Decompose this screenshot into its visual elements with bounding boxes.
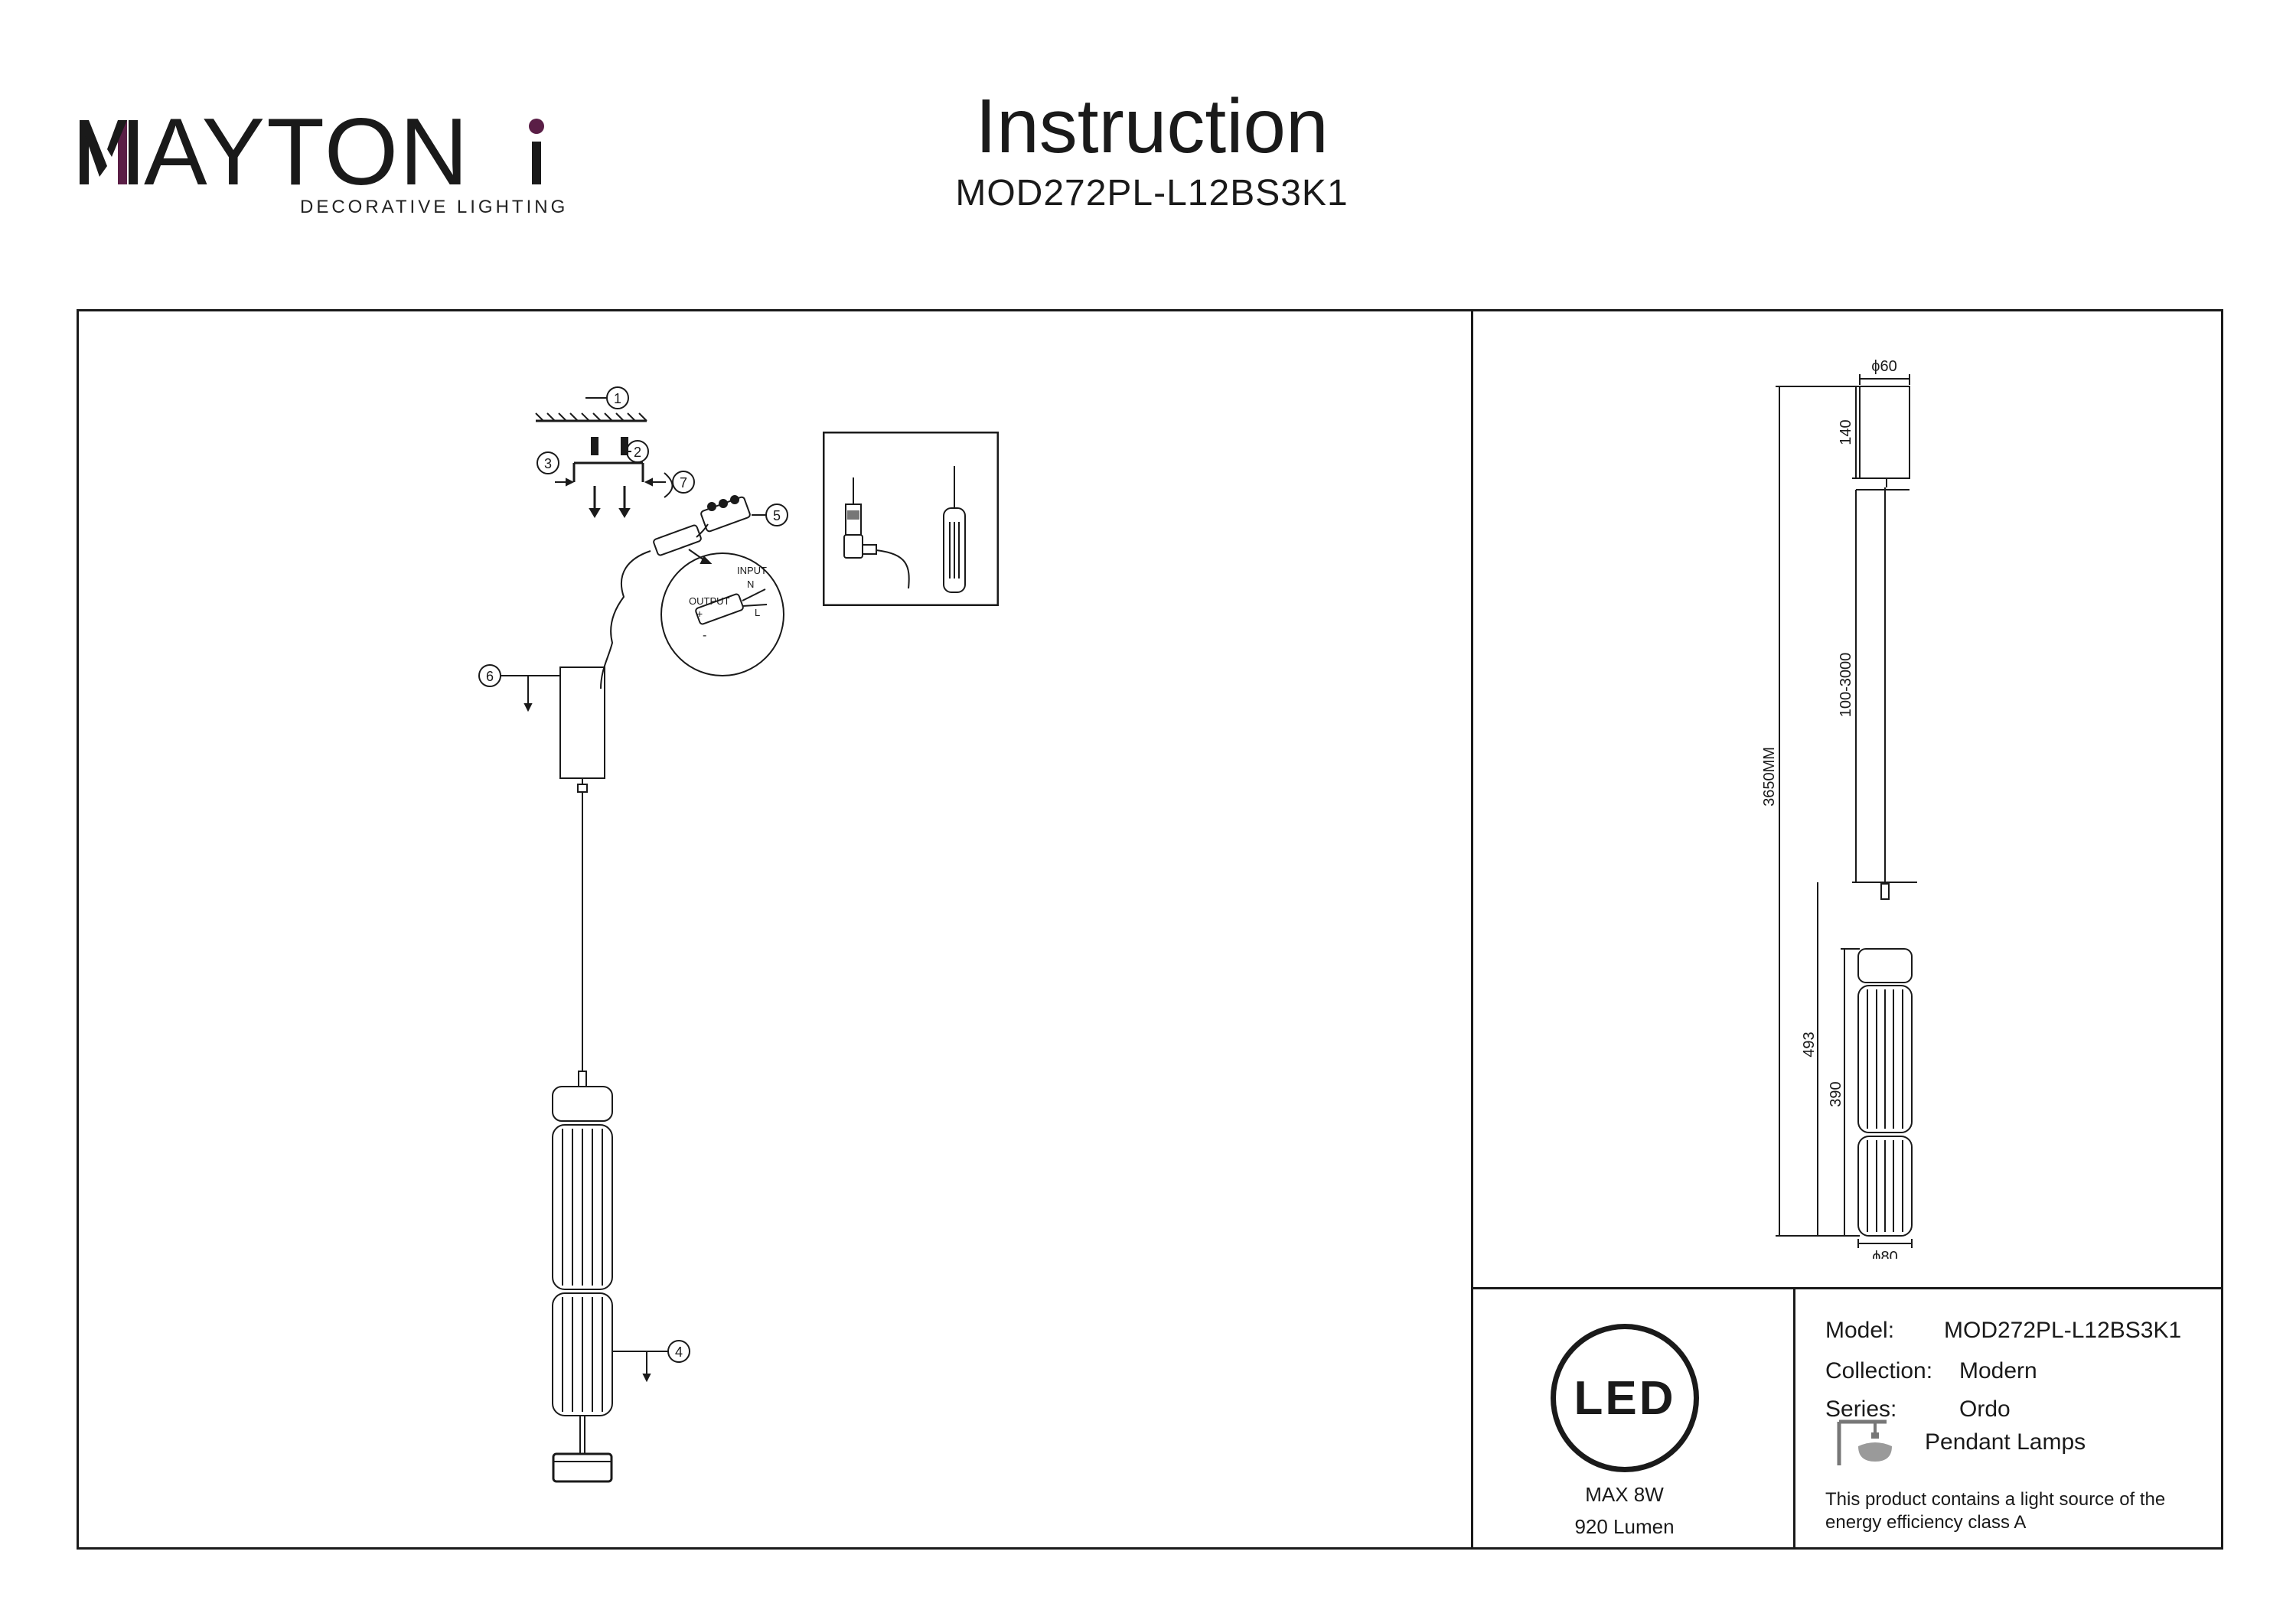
instruction-frame	[77, 309, 2223, 1550]
mounting-bracket	[555, 437, 666, 518]
category-label: Pendant Lamps	[1925, 1429, 2086, 1455]
spec-divider-vertical	[1793, 1287, 1795, 1550]
series-label: Series:	[1825, 1396, 1897, 1422]
brand-tagline: DECORATIVE LIGHTING	[300, 197, 569, 217]
svg-text:4: 4	[675, 1344, 683, 1360]
dim-canopy-diameter: ϕ60	[1871, 358, 1896, 375]
svg-text:6: 6	[486, 669, 494, 684]
drill-icon	[843, 477, 910, 589]
collection-label: Collection:	[1825, 1358, 1933, 1383]
led-badge: LED	[1551, 1324, 1699, 1472]
screwdriver-icon	[943, 466, 966, 593]
callout-2: 2	[626, 440, 649, 463]
pendant-lamp-icon	[1837, 1416, 1913, 1469]
model-code-heading: MOD272PL-L12BS3K1	[955, 173, 1349, 213]
svg-text:N: N	[747, 578, 754, 590]
series-value: Ordo	[1959, 1396, 2011, 1422]
assembly-drawing: 1 2 3	[459, 367, 1041, 1500]
callout-4: 4	[612, 1340, 690, 1383]
dimension-drawing: ϕ60 140 100-3000 3650MM 493 390 ϕ80	[1745, 341, 1990, 1259]
model-value: MOD272PL-L12BS3K1	[1944, 1318, 2182, 1343]
svg-text:2: 2	[634, 445, 641, 460]
ceiling-hatch	[535, 412, 647, 422]
frame-divider-vertical	[1471, 309, 1473, 1550]
dim-total-height: 3650MM	[1761, 747, 1778, 807]
logo-m-letter	[80, 120, 138, 184]
callout-3: 3	[536, 451, 559, 474]
frame-divider-horizontal	[1471, 1287, 2223, 1289]
tools-box	[823, 432, 999, 606]
driver-module	[600, 523, 709, 689]
svg-text:OUTPUT: OUTPUT	[689, 595, 730, 607]
model-label: Model:	[1825, 1318, 1895, 1343]
power-rating: MAX 8W	[1585, 1483, 1664, 1506]
svg-text:+: +	[696, 608, 703, 620]
svg-text:5: 5	[773, 508, 781, 523]
callout-7: 7	[664, 471, 695, 498]
energy-efficiency-note: This product contains a light source of …	[1825, 1489, 2166, 1533]
dim-cable-length: 100-3000	[1838, 653, 1854, 718]
dim-shade-diameter: ϕ80	[1872, 1249, 1897, 1259]
wiring-detail: OUTPUT + - INPUT N L	[660, 549, 784, 676]
brand-logo: AYTON DECORATIVE LIGHTING	[77, 99, 565, 226]
canopy	[559, 666, 605, 793]
svg-text:L: L	[755, 607, 760, 618]
svg-text:1: 1	[614, 391, 621, 406]
svg-text:3: 3	[544, 456, 552, 471]
svg-text:INPUT: INPUT	[737, 565, 767, 576]
callout-6: 6	[478, 664, 560, 712]
callout-5: 5	[752, 504, 788, 526]
dim-canopy-height: 140	[1838, 419, 1854, 445]
svg-text:7: 7	[680, 475, 687, 490]
dim-shade-drop: 493	[1801, 1031, 1818, 1057]
svg-text:AYTON: AYTON	[144, 103, 470, 205]
page-title: Instruction	[975, 83, 1329, 169]
callout-1: 1	[585, 386, 629, 409]
collection-value: Modern	[1959, 1358, 2037, 1383]
dim-shade-height: 390	[1828, 1081, 1844, 1106]
lamp-body	[552, 1071, 613, 1483]
svg-text:-: -	[703, 629, 706, 642]
terminal-block	[700, 495, 751, 533]
lumen-rating: 920 Lumen	[1574, 1515, 1675, 1538]
